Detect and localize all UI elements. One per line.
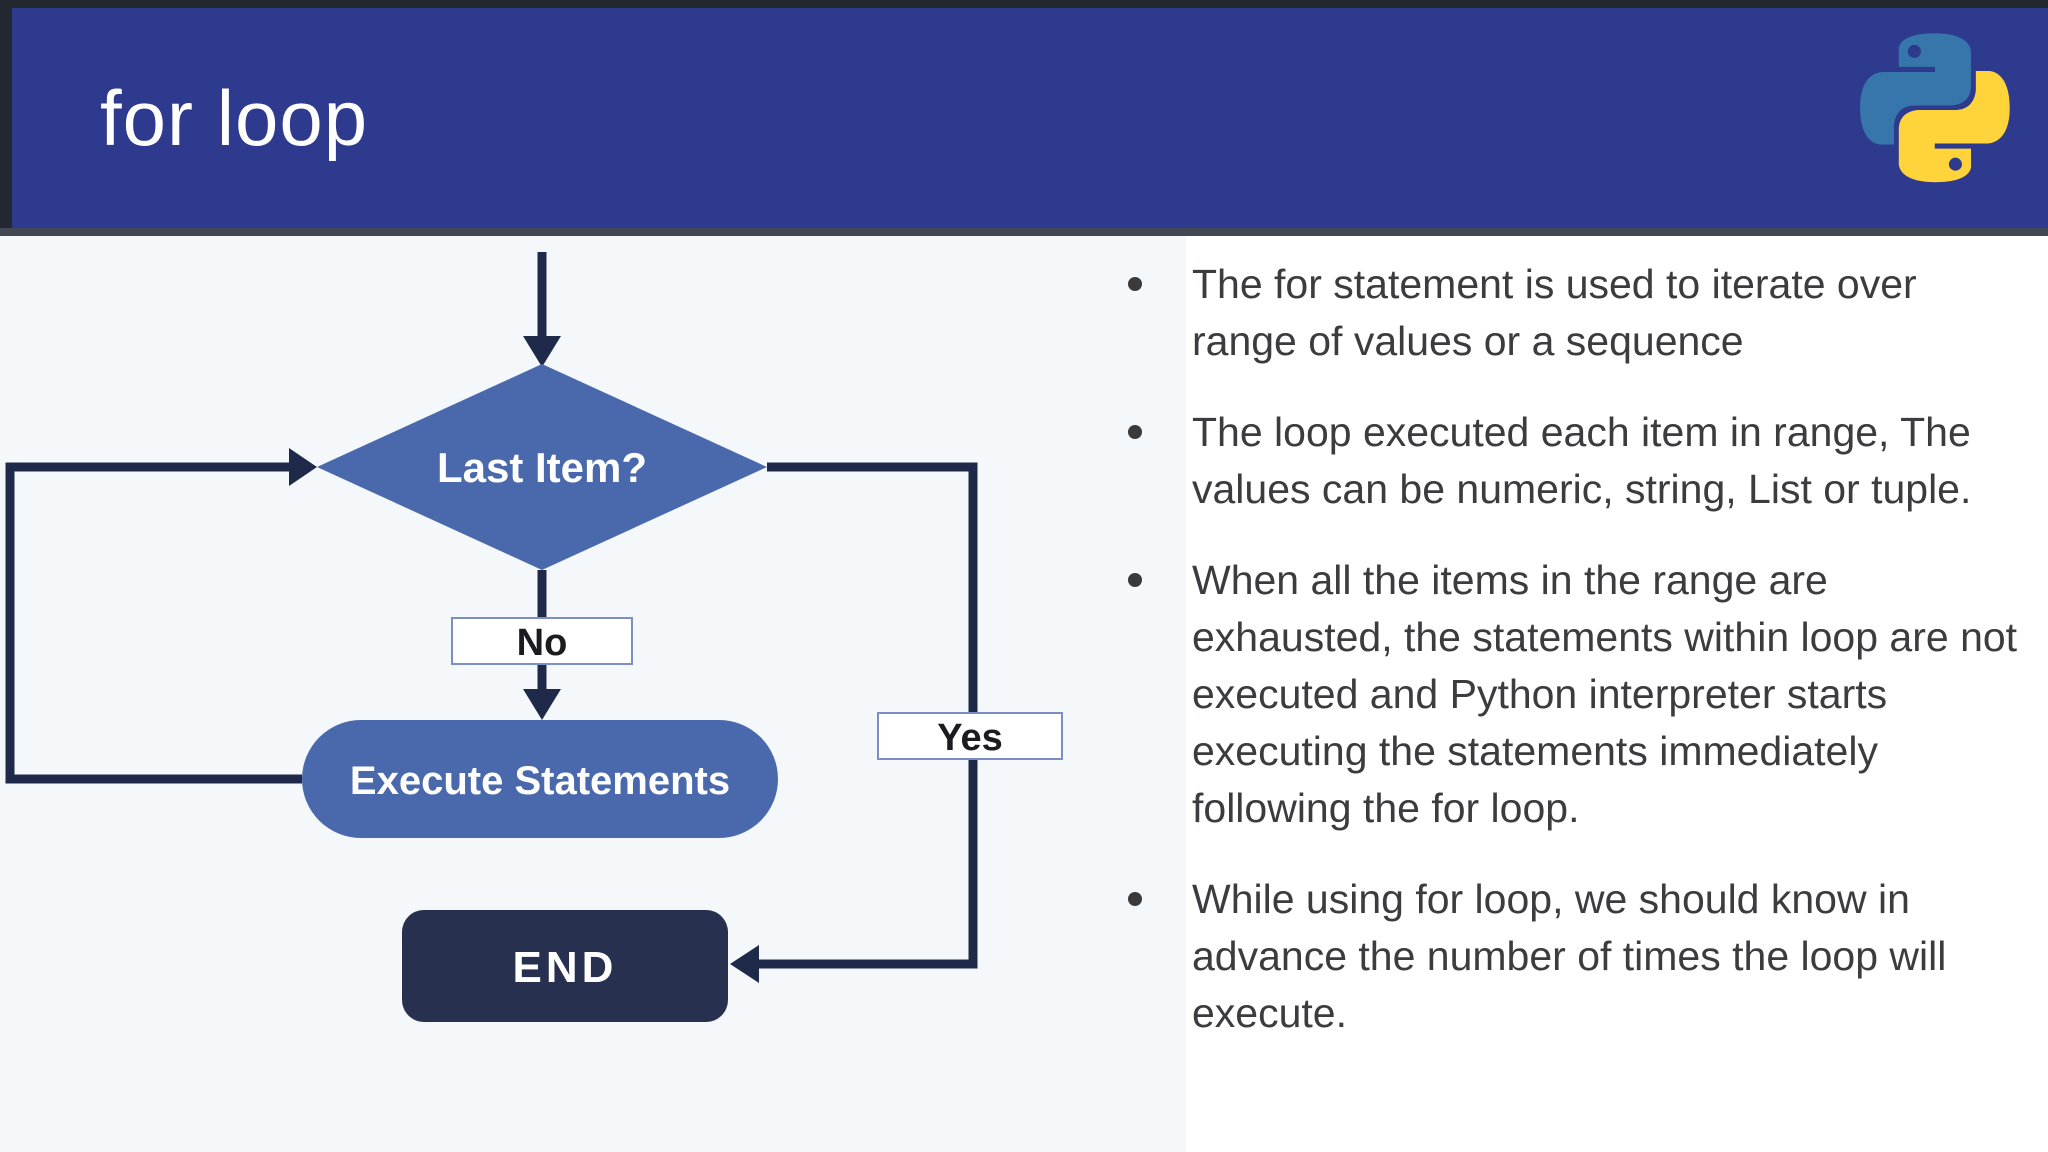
decision-label: Last Item? (437, 444, 647, 491)
bullet-item: When all the items in the range are exha… (1100, 552, 2030, 837)
bullet-dot (1128, 425, 1142, 439)
bullet-list: The for statement is used to iterate ove… (1100, 256, 2030, 1076)
process-pill (302, 720, 778, 838)
bullet-dot (1128, 573, 1142, 587)
loopback-arrowhead (289, 448, 317, 486)
frame-top-edge (0, 0, 2048, 8)
bullet-item: The for statement is used to iterate ove… (1100, 256, 2030, 370)
bullet-item: While using for loop, we should know in … (1100, 871, 2030, 1042)
process-arrowhead (523, 689, 561, 720)
end-label: END (513, 943, 618, 992)
process-label: Execute Statements (350, 759, 730, 803)
frame-left-edge (0, 0, 12, 236)
bullet-text: The for statement is used to iterate ove… (1192, 261, 1917, 364)
yes-gate-box (877, 712, 1063, 760)
bullet-dot (1128, 892, 1142, 906)
yes-label: Yes (937, 717, 1003, 759)
bullet-text: While using for loop, we should know in … (1192, 876, 1947, 1036)
decision-diamond (317, 364, 767, 570)
header-bar: for loop (12, 8, 2048, 228)
page-title: for loop (100, 74, 369, 162)
no-gate-box (451, 617, 633, 665)
bullet-item: The loop executed each item in range, Th… (1100, 404, 2030, 518)
loopback-connector (5, 462, 302, 784)
no-label: No (517, 622, 568, 664)
flowchart: Last Item? No Execute Statements Yes END (5, 252, 1063, 1022)
python-logo-icon (1860, 24, 2010, 192)
bullet-dot (1128, 277, 1142, 291)
start-arrowhead (523, 336, 561, 367)
bullet-text: The loop executed each item in range, Th… (1192, 409, 1972, 512)
bullet-text: When all the items in the range are exha… (1192, 557, 2018, 831)
text-panel-background (1186, 236, 2048, 1152)
end-arrowhead (730, 945, 759, 983)
end-node (402, 910, 728, 1022)
header-divider (0, 228, 2048, 236)
